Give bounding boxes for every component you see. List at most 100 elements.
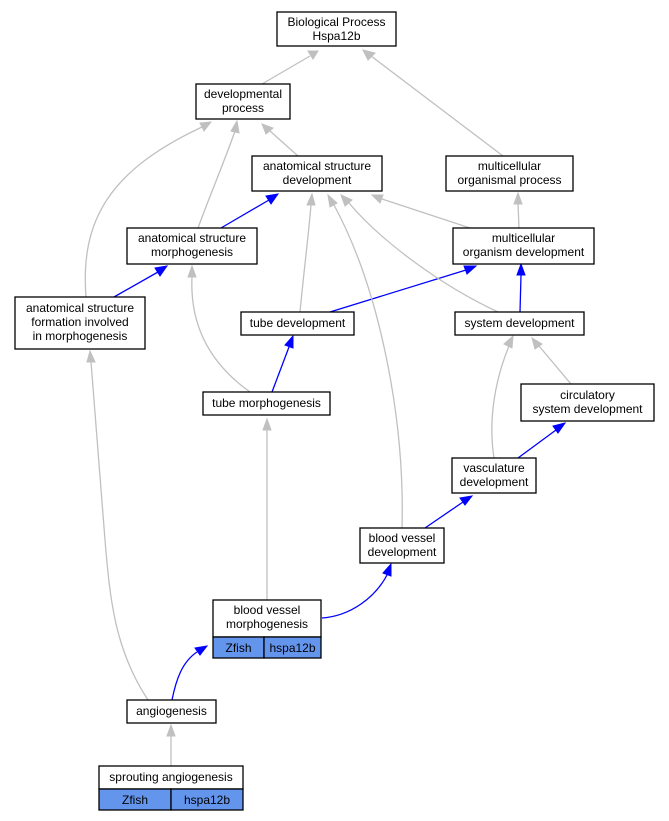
edge-angiogenesis-to-anatomical-structure-formation	[90, 361, 149, 701]
edge-tube-morphogenesis-to-tube-development	[271, 346, 290, 393]
node-multicellular-organismal-process[interactable]: multicellular organismal process	[445, 155, 574, 192]
node-label-line: sprouting angiogenesis	[109, 770, 232, 784]
node-label-line: organismal process	[457, 173, 561, 187]
arrowhead	[230, 119, 240, 134]
edge-angiogenesis-to-blood-vessel-morphogenesis	[171, 651, 198, 701]
node-label-line: circulatory	[560, 388, 615, 402]
gene-cell	[263, 636, 322, 659]
arrowhead	[284, 334, 294, 349]
node-anatomical-structure-morphogenesis[interactable]: anatomical structure morphogenesis	[126, 227, 258, 265]
edge-blood-vessel-development-to-vasculature-development	[424, 501, 464, 529]
arrowhead	[340, 194, 353, 207]
node-label-line: anatomical structure	[138, 231, 246, 245]
node-label-line: anatomical structure	[263, 159, 371, 173]
edge-blood-vessel-morphogenesis-to-blood-vessel-development	[321, 574, 388, 619]
edge-tube-development-to-anatomical-structure-development	[299, 204, 312, 313]
node-label-line: morphogenesis	[151, 245, 233, 259]
arrowhead	[306, 192, 316, 206]
node-label-line: development	[460, 475, 529, 489]
edge-anatomical-structure-formation-to-anatomical-structure-morphogenesis	[113, 271, 159, 298]
node-label-line: multicellular	[478, 159, 541, 173]
edges	[84, 49, 572, 766]
arrowhead	[327, 193, 338, 208]
node-circulatory-system-development[interactable]: circulatory system development	[520, 383, 655, 422]
node-tube-morphogenesis[interactable]: tube morphogenesis	[202, 391, 331, 416]
node-blood-vessel-development[interactable]: blood vessel development	[359, 527, 445, 564]
edge-system-development-to-anatomical-structure-development	[348, 202, 499, 313]
arrowhead	[513, 191, 523, 205]
node-label-line: developmental	[204, 87, 282, 101]
arrowhead	[194, 645, 209, 656]
edge-anatomical-structure-morphogenesis-to-developmental-process	[197, 130, 236, 229]
arrowhead	[166, 723, 176, 737]
node-label-line: system development	[464, 316, 575, 330]
edge-anatomical-structure-development-to-developmental-process	[269, 130, 299, 157]
node-blood-vessel-morphogenesis[interactable]: blood vessel morphogenesis Zfish hspa12b	[212, 599, 322, 659]
arrowhead	[86, 349, 96, 363]
node-label-line: process	[222, 101, 264, 115]
node-label-line: Hspa12b	[312, 29, 360, 43]
arrowhead	[199, 121, 213, 132]
arrowhead	[503, 334, 514, 349]
edge-developmental-process-to-biological-process	[261, 55, 311, 85]
node-label-line: tube morphogenesis	[212, 396, 321, 410]
node-label-line: tube development	[250, 316, 346, 330]
arrowhead	[459, 495, 474, 506]
node-label-line: blood vessel	[369, 531, 436, 545]
node-label-line: multicellular	[492, 231, 555, 245]
node-label-line: in morphogenesis	[33, 329, 128, 343]
arrowhead	[552, 422, 567, 434]
arrowhead	[154, 265, 169, 277]
node-sprouting-angiogenesis[interactable]: sprouting angiogenesis Zfish hspa12b	[98, 765, 244, 811]
gene-label: hspa12b	[184, 793, 230, 807]
node-biological-process[interactable]: Biological Process Hspa12b	[276, 11, 397, 47]
edge-vasculature-development-to-circulatory-system-development	[517, 429, 557, 459]
node-label-line: organism development	[463, 245, 585, 259]
node-angiogenesis[interactable]: angiogenesis	[126, 699, 217, 724]
arrowhead	[362, 49, 376, 61]
node-label-line: Biological Process	[287, 15, 385, 29]
arrowhead	[187, 264, 197, 278]
node-label-line: vasculature	[463, 461, 525, 475]
arrowhead	[382, 562, 392, 577]
arrowhead	[265, 193, 280, 205]
node-label-line: anatomical structure	[26, 301, 134, 315]
edge-system-development-to-multicellular-organism-development	[519, 274, 522, 313]
nodes: Biological Process Hspa12b developmental…	[14, 11, 655, 811]
edge-multicellular-organism-development-to-anatomical-structure-development	[381, 198, 471, 229]
node-multicellular-organism-development[interactable]: multicellular organism development	[452, 227, 595, 265]
edge-anatomical-structure-morphogenesis-to-anatomical-structure-development	[220, 199, 270, 229]
edge-tube-morphogenesis-to-anatomical-structure-morphogenesis	[191, 276, 251, 393]
edge-multicellular-organismal-process-to-biological-process	[370, 55, 504, 157]
edge-vasculature-development-to-system-development	[491, 345, 510, 459]
arrowhead	[261, 123, 274, 135]
node-label-line: system development	[532, 402, 643, 416]
node-anatomical-structure-formation[interactable]: anatomical structure formation involved …	[14, 296, 146, 350]
node-vasculature-development[interactable]: vasculature development	[451, 457, 537, 494]
edge-circulatory-system-development-to-system-development	[538, 345, 572, 385]
node-developmental-process[interactable]: developmental process	[195, 83, 291, 120]
node-label-line: formation involved	[31, 315, 128, 329]
gene-label: hspa12b	[269, 641, 315, 655]
arrowhead	[262, 417, 272, 431]
arrowhead	[463, 265, 478, 275]
arrowhead	[307, 50, 319, 60]
node-label-line: morphogenesis	[226, 617, 308, 631]
arrowhead	[516, 262, 526, 276]
edge-multicellular-organism-development-to-multicellular-organismal-process	[517, 203, 520, 229]
edge-anatomical-structure-formation-to-developmental-process	[84, 126, 203, 298]
gene-cell	[170, 788, 244, 811]
node-system-development[interactable]: system development	[454, 311, 585, 336]
node-anatomical-structure-development[interactable]: anatomical structure development	[251, 155, 383, 192]
arrowhead	[531, 336, 543, 350]
arrowhead	[370, 194, 384, 204]
species-label: Zfish	[122, 793, 148, 807]
node-label-line: development	[368, 545, 437, 559]
node-label-line: angiogenesis	[136, 704, 207, 718]
edge-blood-vessel-development-to-anatomical-structure-development	[333, 204, 403, 529]
species-label: Zfish	[225, 641, 251, 655]
edge-tube-development-to-multicellular-organism-development	[329, 269, 467, 313]
node-label-line: development	[283, 173, 352, 187]
node-tube-development[interactable]: tube development	[240, 311, 355, 336]
